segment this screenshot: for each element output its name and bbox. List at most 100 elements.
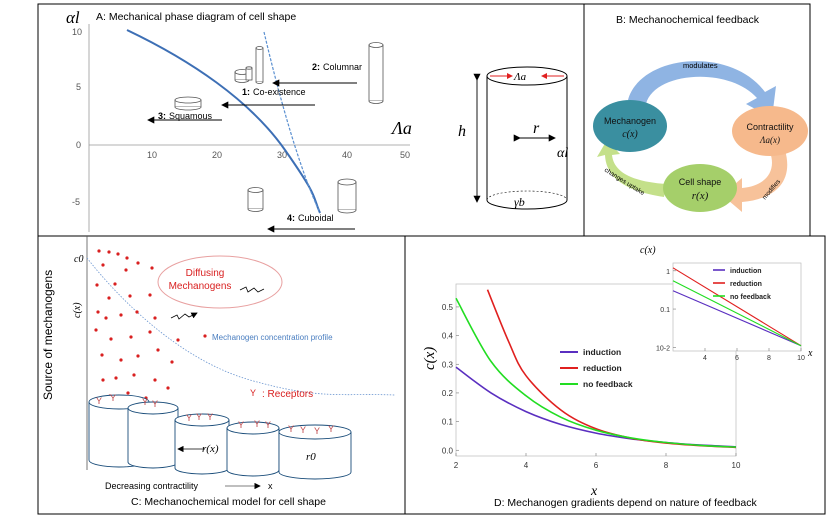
coexistence-boundary-curve <box>263 31 321 214</box>
r0-label: r0 <box>306 451 316 463</box>
decreasing-label: Decreasing contractility <box>105 481 199 491</box>
diffusing-bubble <box>157 255 283 309</box>
contractility-label: Contractility <box>746 122 794 132</box>
inset-xtick-label: 8 <box>767 355 771 362</box>
contractility-symbol: Λa(x) <box>759 135 780 145</box>
x-direction-label: x <box>268 481 273 491</box>
panel-a-ytick: 0 <box>76 140 81 150</box>
diffusion-path-icon <box>170 312 198 320</box>
svg-text:Y: Y <box>254 419 260 429</box>
mechanogen-label: Mechanogen <box>604 116 656 126</box>
modifies-arrow <box>722 150 788 212</box>
columnar-label: 2:Columnar <box>312 62 362 72</box>
main-xtick-label: 8 <box>664 461 669 470</box>
inset-xtick-label: 4 <box>703 355 707 362</box>
lambda-label: Λa <box>513 71 527 83</box>
coexistence-cylinders-icon <box>234 46 264 84</box>
panel-a-border <box>37 3 585 237</box>
cellshape-symbol: r(x) <box>692 190 709 202</box>
mechanogens-label: Mechanogens <box>169 281 232 292</box>
panel-a-title: A: Mechanical phase diagram of cell shap… <box>96 11 296 23</box>
panel-d-border <box>404 235 826 515</box>
main-ytick-label: 0.4 <box>442 332 454 341</box>
svg-text:Y: Y <box>152 399 158 409</box>
panel-a-ytick: 5 <box>76 82 81 92</box>
inset-xtick-label: 10 <box>797 355 805 362</box>
panel-d-title: D: Mechanogen gradients depend on nature… <box>494 497 757 509</box>
svg-text:Y: Y <box>328 424 334 434</box>
main-ytick-label: 0.2 <box>442 389 454 398</box>
svg-text:Y: Y <box>110 393 116 403</box>
inset-series-no-feedback <box>672 280 802 347</box>
panel-b: B: Mechanochemical feedback modulates mo… <box>583 3 811 237</box>
svg-text:Y: Y <box>186 413 192 423</box>
inset-series-induction <box>672 290 802 347</box>
svg-text:Y: Y <box>196 412 202 422</box>
parameter-cylinder: Λa h r αl γb <box>458 66 568 210</box>
modulates-arrow <box>628 61 776 118</box>
main-xtick-label: 4 <box>524 461 529 470</box>
profile-label: Mechanogen concentration profile <box>212 333 333 342</box>
panel-a-ytick: -5 <box>72 197 80 207</box>
main-legend-label: no feedback <box>583 379 633 389</box>
squamous-cylinder-icon <box>174 96 202 111</box>
inset-legend-label: no feedback <box>730 294 771 301</box>
panel-b-title: B: Mechanochemical feedback <box>616 14 760 26</box>
receptors-label: : Receptors <box>262 389 313 400</box>
coexistence-label: 1:Co-existence <box>242 87 306 97</box>
main-xtick-label: 10 <box>732 461 741 470</box>
radius-label: r <box>533 120 540 137</box>
panel-a-ytick: 10 <box>72 27 82 37</box>
main-ytick-label: 0.3 <box>442 360 454 369</box>
inset-ytick-label: 1 <box>666 269 670 276</box>
panel-d: D: Mechanogen gradients depend on nature… <box>404 235 826 515</box>
alpha-label: αl <box>557 146 568 161</box>
main-legend-label: induction <box>583 347 621 357</box>
svg-text:Y: Y <box>288 424 294 434</box>
panel-c-title: C: Mechanochemical model for cell shape <box>131 496 326 508</box>
squamous-label: 3:Squamous <box>158 111 213 121</box>
main-xlabel: x <box>590 484 598 499</box>
source-label: Source of mechanogens <box>41 270 55 400</box>
mechanogen-node <box>593 100 667 152</box>
panel-a: A: Mechanical phase diagram of cell shap… <box>37 3 585 237</box>
height-label: h <box>458 123 466 140</box>
cx-label: c(x) <box>72 302 83 318</box>
main-ylabel: c(x) <box>422 347 438 370</box>
mechanogen-symbol: c(x) <box>622 129 638 140</box>
columnar-cylinder-icon <box>368 42 384 104</box>
panel-a-xtick: 50 <box>400 150 410 160</box>
gamma-label: γb <box>514 195 525 209</box>
cell-cylinders <box>88 394 352 480</box>
svg-text:Y: Y <box>265 420 271 430</box>
cellshape-label: Cell shape <box>679 177 722 187</box>
main-ytick-label: 0.5 <box>442 303 454 312</box>
panel-a-xtick: 10 <box>147 150 157 160</box>
cellshape-node <box>663 164 737 212</box>
panel-a-y-symbol: αl <box>66 8 80 27</box>
panel-a-xtick: 30 <box>277 150 287 160</box>
panel-a-xtick: 40 <box>342 150 352 160</box>
main-series-no-feedback <box>455 297 737 448</box>
main-xtick-label: 6 <box>594 461 599 470</box>
inset-ytick-label: 0.1 <box>660 307 670 314</box>
main-ytick-label: 0.1 <box>442 418 454 427</box>
inset-xtick-label: 6 <box>735 355 739 362</box>
svg-text:Y: Y <box>314 426 320 436</box>
panel-a-xtick: 20 <box>212 150 222 160</box>
contractility-node <box>732 106 808 156</box>
diffusion-path-icon <box>239 286 265 293</box>
inset-legend-label: reduction <box>730 281 762 288</box>
svg-text:Y: Y <box>300 425 306 435</box>
concentration-profile-curve <box>86 257 396 396</box>
main-ytick-label: 0.0 <box>442 446 454 455</box>
main-legend-label: reduction <box>583 363 622 373</box>
svg-text:Y: Y <box>207 412 213 422</box>
cuboidal-label: 4:Cuboidal <box>287 213 334 223</box>
panel-a-x-symbol: Λa <box>390 118 412 138</box>
svg-text:Y: Y <box>238 420 244 430</box>
panel-c: Source of mechanogens c0 c(x) Mechanogen… <box>37 235 406 515</box>
